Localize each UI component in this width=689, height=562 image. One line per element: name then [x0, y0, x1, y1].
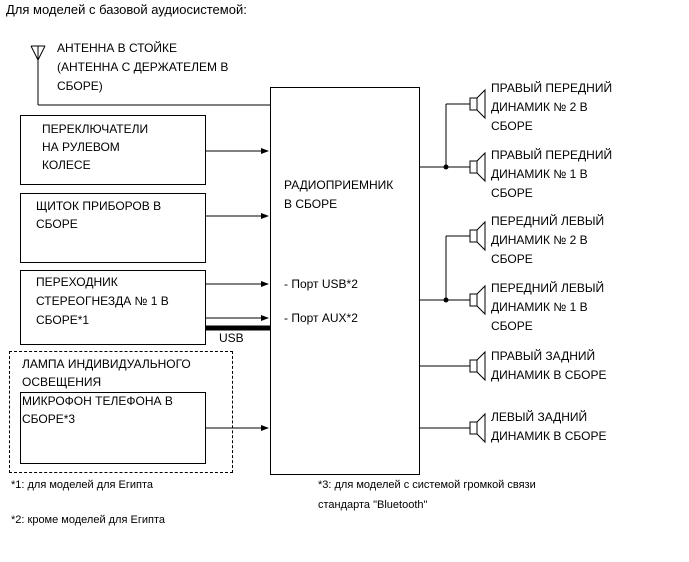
lamp-label-2: ОСВЕЩЕНИЯ — [22, 375, 102, 389]
speaker-1-label-1: ПРАВЫЙ ПЕРЕДНИЙ — [491, 81, 613, 95]
stereo-label-2: СТЕРЕОГНЕЗДА № 1 В — [36, 294, 169, 308]
stereo-label-1: ПЕРЕХОДНИК — [36, 275, 118, 289]
speaker-icon — [469, 151, 486, 183]
footnote-1: *1: для моделей для Египта — [11, 479, 154, 491]
footnote-3-line-1: *3: для моделей с системой громкой связи — [318, 479, 536, 491]
footnote-2: *2: кроме моделей для Египта — [11, 514, 165, 526]
lamp-microphone-group — [9, 351, 233, 473]
aux-port-label: - Порт AUX*2 — [284, 311, 358, 325]
speaker-4-label-2: ДИНАМИК № 1 В — [491, 300, 588, 314]
stereo-label-3: СБОРЕ*1 — [36, 313, 90, 327]
speaker-2-label-2: ДИНАМИК № 1 В — [491, 167, 588, 181]
speaker-4-label-1: ПЕРЕДНИЙ ЛЕВЫЙ — [491, 281, 605, 295]
steering-label-1: ПЕРЕКЛЮЧАТЕЛИ — [42, 122, 149, 136]
instrument-label-1: ЩИТОК ПРИБОРОВ В — [36, 199, 162, 213]
diagram-heading: Для моделей с базовой аудиосистемой: — [6, 2, 247, 17]
speaker-icon — [469, 88, 486, 120]
speaker-1-label-2: ДИНАМИК № 2 В — [491, 100, 588, 114]
stereo-adapter-box — [20, 270, 206, 345]
speaker-4-label-3: СБОРЕ — [491, 319, 533, 333]
antenna-label-3: СБОРЕ) — [57, 79, 103, 93]
steering-switches-box — [20, 115, 206, 185]
speaker-1-label-3: СБОРЕ — [491, 119, 533, 133]
antenna-label-2: (АНТЕННА С ДЕРЖАТЕЛЕМ В — [57, 60, 229, 74]
speaker-icon — [469, 220, 486, 252]
steering-label-2: НА РУЛЕВОМ — [42, 140, 120, 154]
radio-label-2: В СБОРЕ — [284, 197, 338, 211]
speaker-3-label-3: СБОРЕ — [491, 252, 533, 266]
speaker-icon — [469, 284, 486, 316]
speaker-2-label-1: ПРАВЫЙ ПЕРЕДНИЙ — [491, 148, 613, 162]
antenna-icon — [30, 45, 46, 105]
microphone-box — [20, 392, 206, 464]
antenna-label-1: АНТЕННА В СТОЙКЕ — [57, 41, 178, 55]
usb-port-label: - Порт USB*2 — [284, 277, 358, 291]
speaker-icon — [469, 412, 486, 444]
usb-label: USB — [219, 331, 244, 345]
radio-receiver-box — [270, 87, 420, 475]
speaker-5-label-1: ПРАВЫЙ ЗАДНИЙ — [491, 349, 596, 363]
mic-label-2: СБОРЕ*3 — [22, 412, 76, 426]
speaker-3-label-2: ДИНАМИК № 2 В — [491, 233, 588, 247]
lamp-label-1: ЛАМПА ИНДИВИДУАЛЬНОГО — [22, 357, 191, 371]
speaker-2-label-3: СБОРЕ — [491, 186, 533, 200]
instrument-panel-box — [20, 193, 206, 263]
speaker-6-label-1: ЛЕВЫЙ ЗАДНИЙ — [491, 410, 588, 424]
mic-label-1: МИКРОФОН ТЕЛЕФОНА В — [22, 394, 173, 408]
speaker-6-label-2: ДИНАМИК В СБОРЕ — [491, 429, 607, 443]
speaker-3-label-1: ПЕРЕДНИЙ ЛЕВЫЙ — [491, 214, 605, 228]
speaker-5-label-2: ДИНАМИК В СБОРЕ — [491, 368, 607, 382]
radio-label-1: РАДИОПРИЕМНИК — [284, 178, 394, 192]
steering-label-3: КОЛЕСЕ — [42, 158, 91, 172]
instrument-label-2: СБОРЕ — [36, 217, 78, 231]
speaker-icon — [469, 350, 486, 382]
footnote-3-line-2: стандарта "Bluetooth" — [318, 499, 428, 511]
